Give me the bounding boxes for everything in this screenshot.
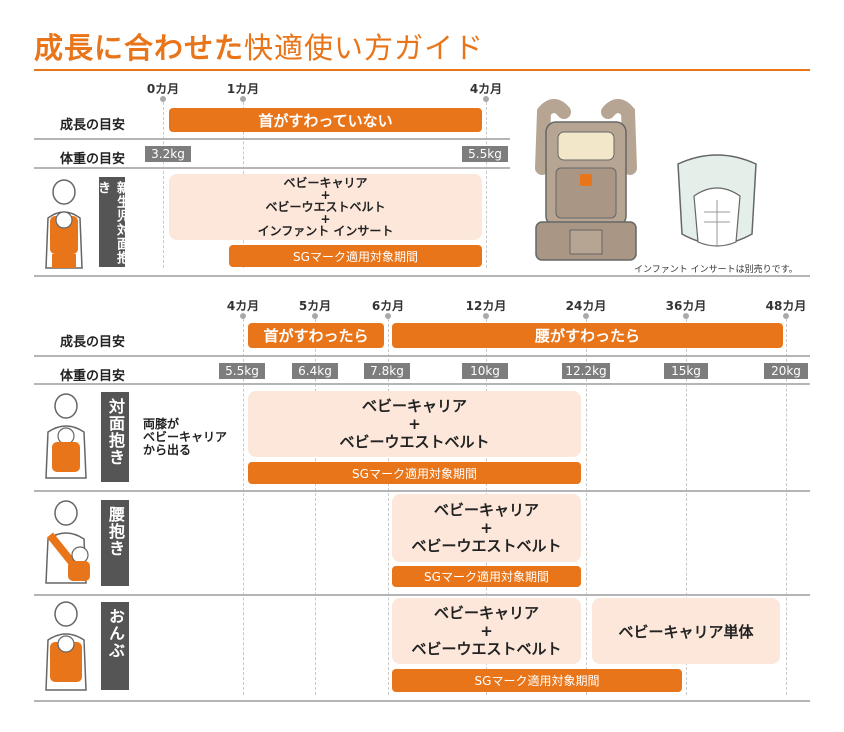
divider — [34, 490, 810, 492]
month-dot — [160, 96, 166, 102]
month-dot — [583, 313, 589, 319]
divider — [34, 275, 810, 277]
weight-badge: 12.2kg — [562, 363, 610, 379]
month-label: 24カ月 — [565, 299, 607, 313]
month-dot — [783, 313, 789, 319]
month-label: 36カ月 — [665, 299, 707, 313]
month-label: 48カ月 — [765, 299, 807, 313]
weight-badge: 3.2kg — [145, 146, 191, 162]
mode-tag: 対面抱き — [101, 392, 129, 482]
weight-label: 体重の目安 — [60, 152, 126, 167]
divider — [34, 594, 810, 596]
growth-bar: 腰がすわったら — [392, 323, 783, 348]
mode-tag: 新生児対面抱き — [95, 177, 129, 267]
parent-baby-icon — [45, 601, 87, 691]
parent-baby-icon — [45, 500, 90, 584]
month-label: 4カ月 — [469, 82, 503, 96]
month-label: 4カ月 — [226, 299, 260, 313]
month-label: 5カ月 — [298, 299, 332, 313]
weight-badge: 5.5kg — [219, 363, 265, 379]
grid-line — [388, 319, 389, 695]
weight-badge: 10kg — [462, 363, 508, 379]
growth-label: 成長の目安 — [60, 118, 126, 133]
month-dot — [240, 313, 246, 319]
grid-line — [486, 102, 487, 268]
title-underline — [34, 69, 810, 71]
weight-badge: 7.8kg — [364, 363, 410, 379]
divider — [34, 383, 810, 385]
growth-bar: 首がすわったら — [248, 323, 384, 348]
page-title: 成長に合わせた快適使い方ガイド — [34, 31, 485, 65]
package-box: ベビーキャリア+ベビーウエストベルト — [392, 598, 581, 664]
sg-period-bar: SGマーク適用対象期間 — [392, 669, 682, 692]
month-dot — [483, 313, 489, 319]
grid-line — [315, 319, 316, 695]
carrier-illustration — [535, 99, 637, 261]
sg-period-bar: SGマーク適用対象期間 — [229, 245, 482, 267]
grid-line — [243, 319, 244, 695]
grid-line — [163, 102, 164, 268]
infant-insert-illustration — [677, 154, 757, 247]
growth-label: 成長の目安 — [60, 335, 126, 350]
parent-baby-icon — [45, 393, 87, 479]
divider — [34, 138, 510, 140]
month-dot — [683, 313, 689, 319]
divider — [34, 700, 810, 702]
weight-badge: 20kg — [764, 363, 808, 379]
month-dot — [385, 313, 391, 319]
note: 両膝がベビーキャリアから出る — [143, 417, 228, 457]
grid-line — [686, 319, 687, 695]
month-dot — [240, 96, 246, 102]
divider — [34, 167, 510, 169]
sg-period-bar: SGマーク適用対象期間 — [392, 566, 581, 587]
insert-caption: インファント インサートは別売りです。 — [634, 265, 798, 275]
package-box: ベビーキャリア+ベビーウエストベルト — [392, 494, 581, 562]
growth-bar: 首がすわっていない — [169, 108, 482, 132]
month-dot — [312, 313, 318, 319]
weight-label: 体重の目安 — [60, 369, 126, 384]
month-label: 6カ月 — [371, 299, 405, 313]
package-box: ベビーキャリア+ベビーウエストベルト+インファント インサート — [169, 174, 482, 240]
weight-badge: 5.5kg — [462, 146, 508, 162]
weight-badge: 15kg — [664, 363, 708, 379]
package-box: ベビーキャリア+ベビーウエストベルト — [248, 391, 581, 457]
grid-line — [586, 319, 587, 695]
month-dot — [483, 96, 489, 102]
parent-baby-icon — [45, 179, 83, 269]
package-box-alt: ベビーキャリア単体 — [592, 598, 780, 664]
sg-period-bar: SGマーク適用対象期間 — [248, 462, 581, 484]
weight-badge: 6.4kg — [292, 363, 338, 379]
mode-tag: おんぶ — [101, 602, 129, 690]
month-label: 0カ月 — [146, 82, 180, 96]
mode-tag: 腰抱き — [101, 500, 129, 586]
month-label: 12カ月 — [465, 299, 507, 313]
month-label: 1カ月 — [226, 82, 260, 96]
grid-line — [786, 319, 787, 695]
divider — [34, 355, 810, 357]
